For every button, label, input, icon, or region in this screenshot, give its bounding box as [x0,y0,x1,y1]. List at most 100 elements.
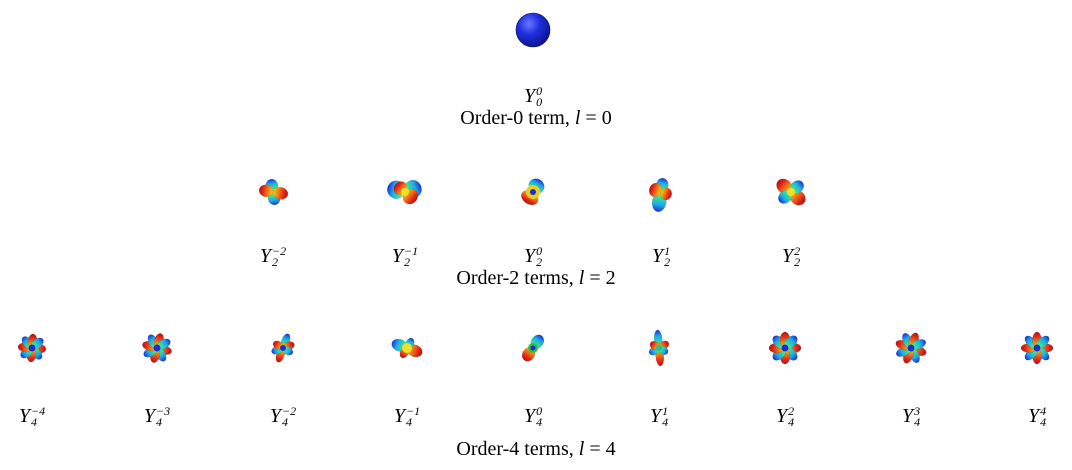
harmonic-symbol: Y [651,245,664,267]
order-superscript: −4 [31,404,46,418]
harmonic-y4-4 [992,320,1072,376]
degree-subscript: 4 [788,415,795,429]
harmonic-symbol: Y [523,405,536,427]
row-title-eq: = 0 [580,107,612,129]
degree-subscript: 4 [31,415,37,429]
harmonic-lobes-icon [258,178,289,206]
degree-subscript: 2 [272,255,278,269]
harmonic-lobes-icon [768,331,802,365]
order-superscript: 0 [536,84,543,98]
order-superscript: 1 [662,404,669,418]
harmonic-lobes-icon [271,333,295,363]
harmonic-y4-m2 [238,320,328,376]
harmonic-symbol: Y [269,405,281,427]
harmonic-symbol: Y [523,245,536,267]
harmonic-symbol: Y [901,405,914,427]
harmonic-y4-m3 [112,320,202,376]
sphere-icon [515,12,551,48]
row-title-order-2: Order-2 terms, l = 2 [0,267,1072,289]
harmonic-y4-m1 [362,320,452,376]
order-superscript: −3 [156,404,171,418]
row-title-order-0: Order-0 term, l = 0 [0,107,1072,129]
degree-subscript: 2 [404,255,410,269]
harmonic-lobes-icon [142,333,172,363]
degree-subscript: 4 [282,415,288,429]
harmonic-symbol: Y [391,245,403,267]
harmonic-y2-1 [616,164,706,220]
order-superscript: 0 [536,404,543,418]
l-symbol: l [578,438,585,460]
harmonic-y2-2 [746,164,836,220]
harmonic-lobes-icon [895,332,927,364]
harmonic-lobes-icon [776,178,806,206]
harmonic-symbol: Y [523,85,536,107]
degree-subscript: 4 [914,415,921,429]
row-title-eq: = 4 [584,438,616,460]
harmonic-y2-m2 [228,164,318,220]
harmonic-y4-m4 [0,320,77,376]
degree-subscript: 2 [536,255,543,269]
harmonic-y0-0 [488,2,578,58]
harmonic-lobes-icon [1020,331,1054,365]
harmonic-symbol: Y [775,405,788,427]
order-superscript: −2 [282,404,297,418]
harmonic-lobes-icon [387,179,422,205]
row-title-eq: = 2 [584,267,616,289]
order-superscript: −2 [272,244,287,258]
row-title-prefix: Order-4 terms, [456,438,579,460]
harmonic-y2-m1 [360,164,450,220]
harmonic-symbol: Y [649,405,662,427]
harmonic-y2-0 [488,164,578,220]
harmonic-lobes-icon [648,329,670,367]
order-superscript: −1 [406,404,421,418]
order-superscript: 1 [664,244,671,258]
degree-subscript: 4 [156,415,162,429]
harmonic-y4-1 [614,320,704,376]
harmonic-lobes-icon [521,334,545,362]
degree-subscript: 4 [662,415,669,429]
order-superscript: 0 [536,244,543,258]
order-superscript: 4 [1040,404,1047,418]
harmonic-lobes-icon [17,333,47,363]
harmonic-symbol: Y [143,405,155,427]
degree-subscript: 4 [406,415,412,429]
harmonic-symbol: Y [393,405,405,427]
row-title-order-4: Order-4 terms, l = 4 [0,438,1072,460]
harmonic-y4-2 [740,320,830,376]
harmonic-y4-3 [866,320,956,376]
row-title-prefix: Order-2 terms, [456,267,579,289]
degree-subscript: 2 [794,255,801,269]
harmonic-symbol: Y [18,405,30,427]
order-superscript: −1 [404,244,419,258]
l-symbol: l [578,267,585,289]
harmonic-symbol: Y [1027,405,1040,427]
harmonic-lobes-icon [649,177,672,212]
harmonic-symbol: Y [259,245,271,267]
harmonic-lobes-icon [521,178,545,206]
degree-subscript: 4 [1040,415,1047,429]
degree-subscript: 4 [536,415,543,429]
row-title-prefix: Order-0 term, [460,107,575,129]
harmonic-symbol: Y [781,245,794,267]
l-symbol: l [574,107,581,129]
order-superscript: 3 [914,404,921,418]
harmonic-lobes-icon [391,337,423,359]
degree-subscript: 2 [664,255,671,269]
order-superscript: 2 [794,244,801,258]
degree-subscript: 0 [536,95,543,109]
